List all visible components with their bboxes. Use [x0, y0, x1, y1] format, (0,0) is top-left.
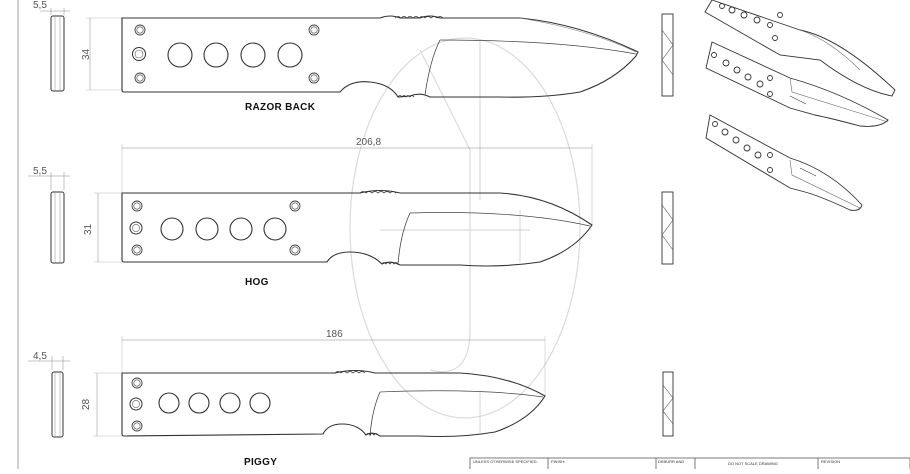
knife-hog — [28, 144, 674, 267]
title-no-scale: DO NOT SCALE DRAWING — [728, 461, 779, 466]
title-unless-note: UNLESS OTHERWISE SPECIFIED: — [473, 459, 538, 464]
dim-hog-height: 31 — [83, 223, 94, 235]
label-razor-back: RAZOR BACK — [245, 102, 316, 113]
knife-razor-back — [40, 8, 674, 98]
knife-piggy — [28, 336, 674, 438]
dim-hog-thickness: 5,5 — [33, 166, 47, 177]
dim-razor-height: 34 — [81, 48, 92, 60]
isometric-views — [704, 0, 896, 211]
title-deburr: DEBURR AND — [658, 459, 685, 464]
label-piggy: PIGGY — [244, 457, 278, 468]
label-hog: HOG — [245, 277, 269, 288]
watermark-logo — [349, 37, 581, 419]
title-finish: FINISH: — [551, 459, 566, 464]
dim-piggy-height: 28 — [81, 398, 92, 410]
dim-piggy-thickness: 4,5 — [33, 351, 47, 362]
title-revision: REVISION — [821, 459, 841, 464]
dim-hog-length: 206,8 — [356, 137, 382, 148]
dim-piggy-length: 186 — [326, 329, 343, 340]
dim-razor-thickness: 5,5 — [33, 0, 47, 11]
